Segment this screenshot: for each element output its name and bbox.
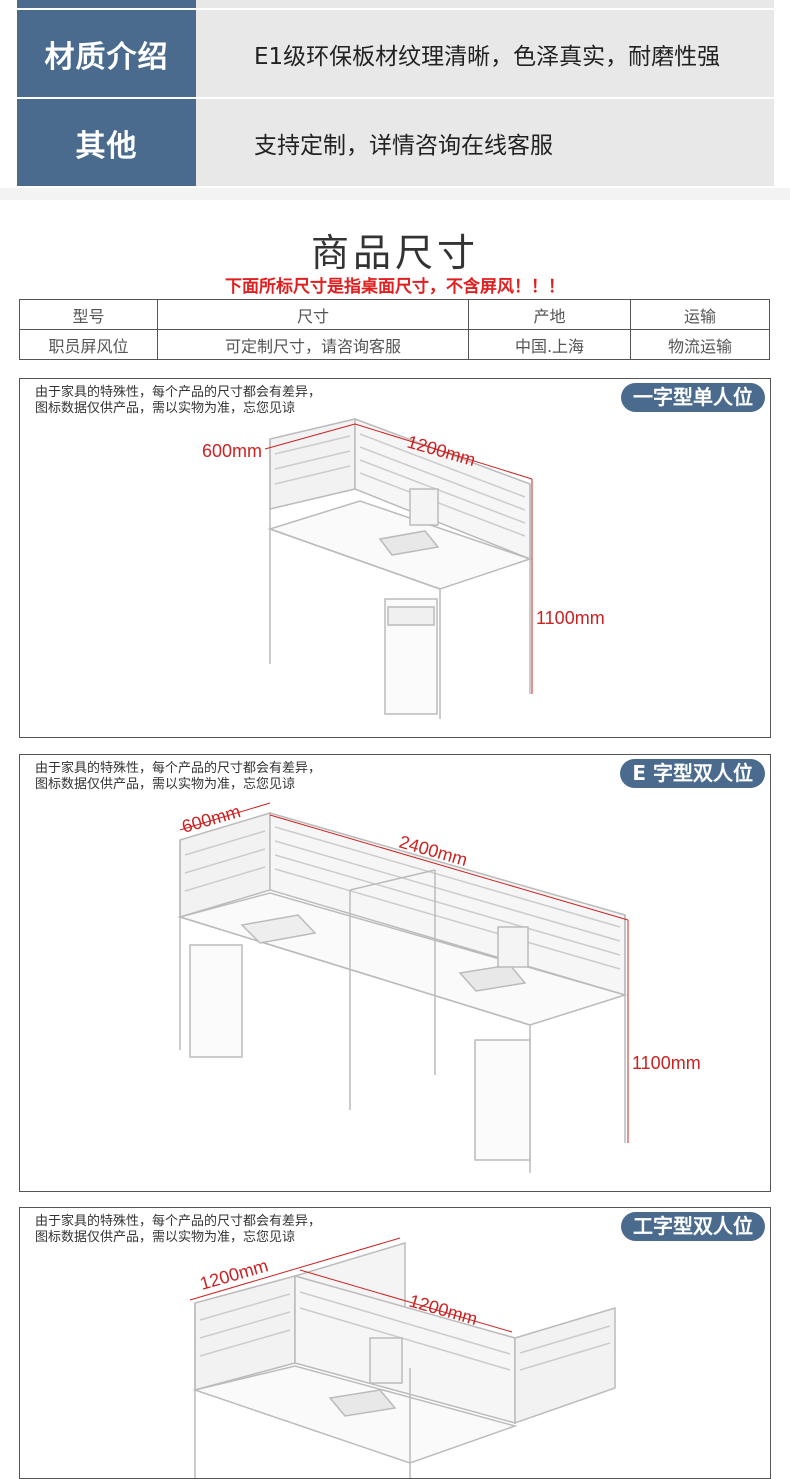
desk-illustration-i-double: 1200mm 1200mm: [189, 1237, 616, 1478]
height-dimension-label: 1100mm: [536, 608, 605, 628]
layout-type-badge: E 字型双人位: [620, 759, 765, 788]
disclaimer-line: 图标数据仅供产品，需以实物为准，忘您见谅: [35, 1230, 296, 1245]
section-divider: [0, 188, 790, 200]
spec-value: 支持定制，详情咨询在线客服: [196, 99, 774, 186]
spec-row-material: 材质介绍 E1级环保板材纹理清晰，色泽真实，耐磨性强: [17, 10, 774, 97]
spec-table-top-edge: [17, 0, 774, 8]
cell-origin: 中国.上海: [468, 329, 631, 360]
product-panel-single: 600mm 1200mm 1100mm 由于家具的特殊性，每个产品的尺寸都会有差…: [19, 378, 771, 738]
cell-shipping: 物流运输: [630, 329, 770, 360]
panel-disclaimer: 由于家具的特殊性，每个产品的尺寸都会有差异， 图标数据仅供产品，需以实物为准，忘…: [35, 385, 321, 417]
height-dimension-label: 1100mm: [632, 1053, 701, 1073]
header-size: 尺寸: [157, 299, 469, 330]
size-table: 型号 尺寸 产地 运输 职员屏风位 可定制尺寸，请咨询客服 中国.上海 物流运输: [19, 299, 770, 360]
header-origin: 产地: [468, 299, 631, 330]
header-model: 型号: [19, 299, 158, 330]
depth-dimension-label: 600mm: [202, 441, 262, 461]
cell-size: 可定制尺寸，请咨询客服: [157, 329, 469, 360]
product-panel-e-double: 600mm 2400mm 1100mm 由于家具的特殊性，每个产品的尺寸都会有差…: [19, 754, 771, 1192]
size-warning-note: 下面所标尺寸是指桌面尺寸，不含屏风！！！: [225, 277, 565, 297]
layout-type-badge: 工字型双人位: [621, 1212, 765, 1241]
disclaimer-line: 由于家具的特殊性，每个产品的尺寸都会有差异，: [35, 385, 322, 400]
header-shipping: 运输: [630, 299, 770, 330]
panel-disclaimer: 由于家具的特殊性，每个产品的尺寸都会有差异， 图标数据仅供产品，需以实物为准，忘…: [35, 1214, 321, 1246]
spec-value: E1级环保板材纹理清晰，色泽真实，耐磨性强: [196, 10, 774, 97]
disclaimer-line: 由于家具的特殊性，每个产品的尺寸都会有差异，: [35, 1214, 322, 1229]
layout-type-badge: 一字型单人位: [621, 383, 765, 412]
disclaimer-line: 由于家具的特殊性，每个产品的尺寸都会有差异，: [35, 761, 322, 776]
cell-model: 职员屏风位: [19, 329, 158, 360]
product-panel-i-double: 1200mm 1200mm 由于家具的特殊性，每个产品的尺寸都会有差异， 图标数…: [19, 1207, 771, 1479]
size-table-header: 型号 尺寸 产地 运输: [19, 299, 770, 330]
spec-label: 其他: [17, 99, 196, 186]
disclaimer-line: 图标数据仅供产品，需以实物为准，忘您见谅: [35, 401, 296, 416]
size-table-row: 职员屏风位 可定制尺寸，请咨询客服 中国.上海 物流运输: [19, 329, 770, 360]
desk-illustration-single: 600mm 1200mm 1100mm: [202, 417, 605, 719]
section-title: 商品尺寸: [310, 231, 479, 275]
disclaimer-line: 图标数据仅供产品，需以实物为准，忘您见谅: [35, 777, 296, 792]
desk-illustration-e-double: 600mm 2400mm 1100mm: [177, 801, 701, 1173]
spec-row-other: 其他 支持定制，详情咨询在线客服: [17, 99, 774, 186]
panel-disclaimer: 由于家具的特殊性，每个产品的尺寸都会有差异， 图标数据仅供产品，需以实物为准，忘…: [35, 761, 321, 793]
spec-label: 材质介绍: [17, 10, 196, 97]
